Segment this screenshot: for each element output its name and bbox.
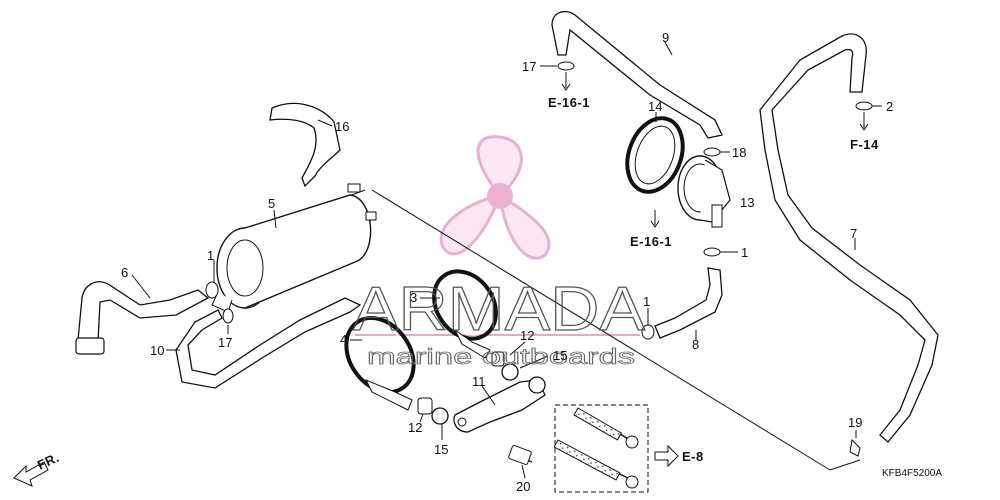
nut-15b — [501, 363, 519, 381]
clip-17-lower — [222, 308, 234, 324]
clip-1-filter — [205, 281, 219, 299]
ref-e8: E-8 — [682, 449, 704, 464]
front-arrow — [13, 461, 49, 487]
callout-16: 16 — [335, 119, 349, 134]
callout-18: 18 — [732, 145, 746, 160]
hose-6-end — [75, 337, 105, 355]
callout-15: 15 — [434, 442, 448, 457]
hose-10 — [175, 297, 362, 389]
callout-3: 3 — [410, 290, 417, 305]
hose-7 — [759, 33, 939, 443]
callout-17-top: 17 — [522, 59, 536, 74]
callout-10: 10 — [150, 343, 164, 358]
band-4-clamp — [364, 379, 413, 411]
callout-19: 19 — [848, 415, 862, 430]
collar-12b — [491, 351, 505, 367]
callout-4: 4 — [340, 332, 347, 347]
callout-13: 13 — [740, 195, 754, 210]
clip-17-top — [557, 61, 575, 71]
front-label: FR. — [35, 450, 62, 473]
pump-cover-14 — [625, 116, 685, 194]
watermark-logo — [439, 135, 551, 260]
callout-6: 6 — [121, 265, 128, 280]
callout-2: 2 — [886, 99, 893, 114]
band-3 — [432, 269, 498, 341]
callout-17-lower: 17 — [218, 335, 232, 350]
callout-9: 9 — [662, 30, 669, 45]
callout-12b: 12 — [520, 328, 534, 343]
fuel-filter-5 — [211, 183, 377, 313]
cover-16 — [269, 102, 341, 188]
hose-6 — [77, 281, 210, 343]
ref-f14: F-14 — [850, 137, 879, 152]
diagram-code: KFB4F5200A — [882, 468, 942, 479]
fuel-pump-13 — [677, 155, 731, 228]
band-4 — [344, 315, 416, 395]
nut-15 — [431, 407, 449, 425]
callout-15b: 15 — [553, 348, 567, 363]
callout-20: 20 — [516, 479, 530, 494]
callout-1b: 1 — [643, 294, 650, 309]
clip-19 — [849, 438, 861, 457]
callout-14: 14 — [648, 99, 662, 114]
callout-1: 1 — [207, 248, 214, 263]
watermark-brand: ARMADA — [353, 275, 646, 344]
leader-lines — [131, 41, 882, 479]
hose-8 — [654, 267, 723, 339]
band-3-clamp — [454, 329, 491, 359]
callout-12: 12 — [408, 420, 422, 435]
dashed-frame — [371, 189, 861, 493]
callout-7: 7 — [850, 226, 857, 241]
collar-12 — [417, 397, 433, 415]
callout-11: 11 — [472, 374, 486, 389]
ref-e16-mid: E-16-1 — [630, 234, 672, 249]
ref-e16-top: E-16-1 — [548, 95, 590, 110]
watermark-tagline: marine outboards — [367, 344, 635, 369]
callout-1c: 1 — [741, 245, 748, 260]
hose-9 — [551, 11, 723, 139]
callout-8: 8 — [692, 337, 699, 352]
callout-5: 5 — [268, 196, 275, 211]
